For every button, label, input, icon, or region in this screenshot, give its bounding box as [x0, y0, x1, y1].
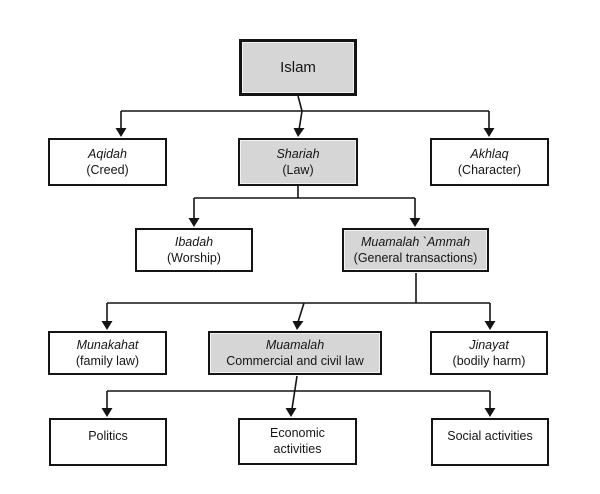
node-social-activities: Social activities [431, 418, 549, 466]
node-sublabel: Commercial and civil law [226, 354, 364, 368]
node-aqidah: Aqidah (Creed) [48, 138, 167, 186]
arrow-down-icon [483, 128, 495, 137]
arrow-down-icon [285, 408, 297, 417]
node-sublabel: (Worship) [167, 251, 221, 265]
node-sublabel: (bodily harm) [452, 354, 526, 368]
node-label: Muamalah `Ammah [360, 235, 471, 249]
node-sublabel: (Character) [457, 163, 522, 177]
node-islam: Islam [239, 39, 357, 96]
arrow-down-icon [115, 128, 127, 137]
node-label: Jinayat [469, 338, 509, 352]
node-label: Aqidah [88, 147, 127, 161]
arrow-down-icon [292, 321, 304, 330]
node-munakahat: Munakahat (family law) [48, 331, 167, 375]
arrow-down-icon [188, 218, 200, 227]
node-label: Shariah [276, 147, 320, 161]
node-label: Islam [280, 58, 316, 76]
node-sublabel: (Creed) [86, 163, 129, 177]
node-akhlaq: Akhlaq (Character) [430, 138, 549, 186]
node-sublabel: activities [273, 442, 322, 456]
node-label: Ibadah [174, 235, 214, 249]
node-muamalah: Muamalah Commercial and civil law [208, 331, 382, 375]
arrow-down-icon [101, 408, 113, 417]
node-sublabel: (Law) [282, 163, 314, 177]
node-politics: Politics [49, 418, 167, 466]
node-label: Economic [270, 426, 325, 440]
node-label: Munakahat [76, 338, 139, 352]
arrow-down-icon [101, 321, 113, 330]
arrow-down-icon [484, 321, 496, 330]
node-label: Politics [88, 429, 128, 443]
node-shariah: Shariah (Law) [238, 138, 358, 186]
node-economic-activities: Economic activities [238, 418, 357, 465]
arrow-down-icon [484, 408, 496, 417]
node-ibadah: Ibadah (Worship) [135, 228, 253, 272]
arrow-down-icon [293, 128, 305, 137]
node-muamalah-ammah: Muamalah `Ammah (General transactions) [342, 228, 489, 272]
node-sublabel: (General transactions) [353, 251, 478, 265]
node-sublabel: (family law) [75, 354, 140, 368]
node-label: Social activities [447, 429, 533, 443]
node-jinayat: Jinayat (bodily harm) [430, 331, 548, 375]
node-label: Akhlaq [470, 147, 509, 161]
arrow-down-icon [409, 218, 421, 227]
node-label: Muamalah [265, 338, 325, 352]
